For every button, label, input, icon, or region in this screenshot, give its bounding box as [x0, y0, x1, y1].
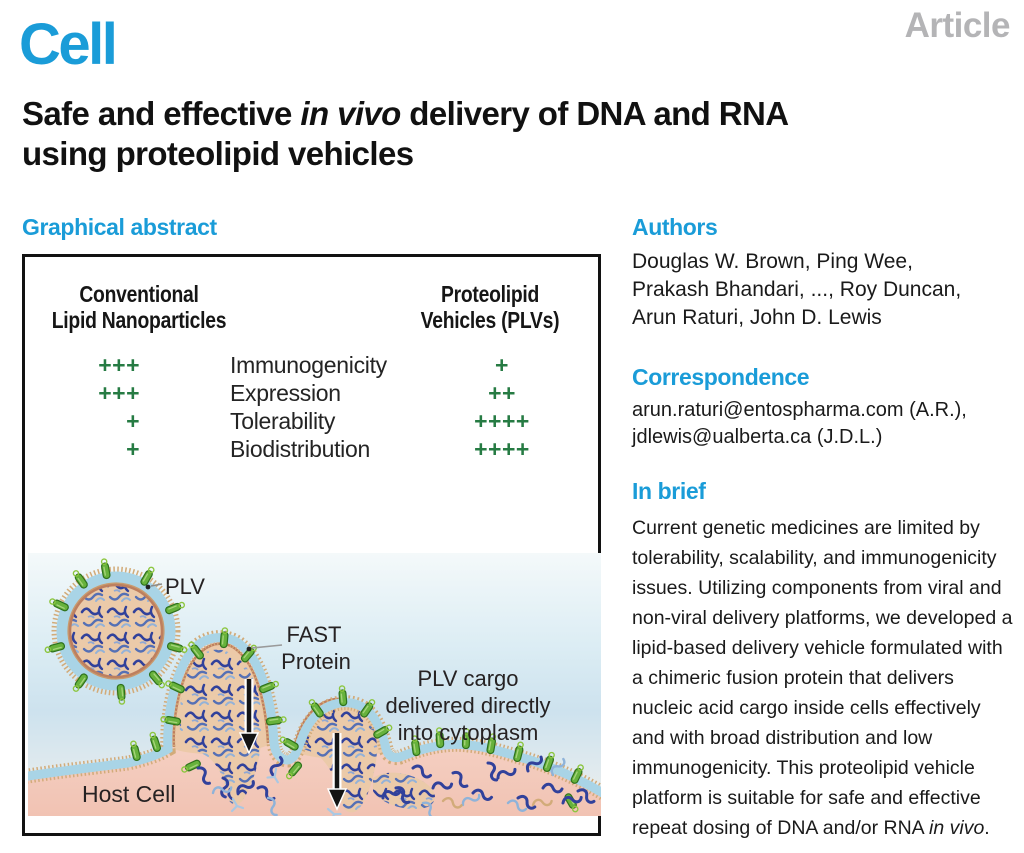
fast-pointer-line — [251, 644, 283, 649]
in-brief-italic: in vivo — [929, 817, 985, 839]
attribute-label: Tolerability — [230, 408, 336, 434]
plv-score: ++++ — [474, 436, 530, 462]
fast-protein-label-line1: FAST — [286, 622, 341, 647]
title-line2: using proteolipid vehicles — [22, 135, 414, 172]
correspondence-heading: Correspondence — [632, 364, 810, 390]
graphical-abstract-box: Conventional Lipid Nanoparticles Proteol… — [22, 254, 601, 836]
summary-sidebar: Authors Douglas W. Brown, Ping Wee, Prak… — [632, 214, 1017, 843]
correspondence-emails: arun.raturi@entospharma.com (A.R.), jdle… — [632, 397, 1017, 451]
fast-pointer-dot — [246, 646, 252, 652]
email-address[interactable]: arun.raturi@entospharma.com (A.R.), — [632, 399, 967, 421]
plv-label: PLV — [165, 574, 205, 599]
cargo-label-line1: PLV cargo — [417, 666, 518, 691]
comparison-header-plv: Proteolipid Vehicles (PLVs) — [406, 281, 574, 333]
cargo-label-line2: delivered directly — [385, 693, 550, 718]
lnp-score: + — [126, 408, 140, 434]
journal-logo: Cell — [19, 12, 118, 77]
lnp-score: + — [126, 436, 140, 462]
table-row: +++ Expression ++ — [25, 380, 598, 408]
authors-line: Arun Raturi, John D. Lewis — [632, 306, 882, 329]
authors-line: Prakash Bhandari, ..., Roy Duncan, — [632, 278, 962, 301]
graphical-abstract-heading: Graphical abstract — [22, 214, 217, 240]
table-row: +++ Immunogenicity + — [25, 352, 598, 380]
comparison-header-plv-line1: Proteolipid — [440, 281, 540, 307]
attribute-label: Expression — [230, 380, 341, 406]
fast-protein-label-line2: Protein — [281, 649, 351, 674]
email-address[interactable]: jdlewis@ualberta.ca (J.D.L.) — [632, 426, 883, 448]
plv-pointer-dot — [145, 584, 151, 590]
plv-pointer-line — [150, 583, 163, 587]
title-segment: Safe and effective — [22, 95, 301, 132]
table-row: + Biodistribution ++++ — [25, 436, 598, 464]
in-brief-body: Current genetic medicines are limited by… — [632, 517, 1013, 839]
host-cell-label: Host Cell — [82, 781, 175, 807]
plv-cargo-spill — [179, 649, 435, 813]
comparison-header-lnp-line1: Conventional — [79, 281, 199, 307]
plv-delivery-illustration: PLV FAST Protein PLV cargo delivered dir… — [28, 553, 601, 816]
in-brief-heading: In brief — [632, 478, 706, 504]
paper-title: Safe and effective in vivo delivery of D… — [22, 94, 1002, 174]
lnp-score: +++ — [98, 380, 140, 406]
article-type-label: Article — [904, 6, 1011, 45]
delivery-arrow-right — [326, 733, 348, 811]
delivery-arrow-left — [238, 679, 260, 755]
attribute-label: Biodistribution — [230, 436, 370, 462]
in-brief-period: . — [984, 817, 990, 839]
comparison-header-lnp-line2: Lipid Nanoparticles — [51, 307, 227, 333]
authors-line: Douglas W. Brown, Ping Wee, — [632, 250, 913, 273]
table-row: + Tolerability ++++ — [25, 408, 598, 436]
lnp-score: +++ — [98, 352, 140, 378]
in-brief-text: Current genetic medicines are limited by… — [632, 513, 1014, 843]
plv-particle — [43, 557, 189, 706]
title-segment: delivery of DNA and RNA — [400, 95, 789, 132]
plv-score: ++ — [488, 380, 516, 406]
comparison-table: +++ Immunogenicity + +++ Expression ++ +… — [25, 352, 598, 464]
comparison-header-lnp: Conventional Lipid Nanoparticles — [43, 281, 235, 333]
attribute-label: Immunogenicity — [230, 352, 387, 378]
plv-score: ++++ — [474, 408, 530, 434]
comparison-header-plv-line2: Vehicles (PLVs) — [420, 307, 560, 333]
cargo-label-line3: into cytoplasm — [398, 720, 539, 745]
title-italic-segment: in vivo — [300, 95, 401, 132]
plv-score: + — [495, 352, 509, 378]
authors-heading: Authors — [632, 214, 718, 240]
authors-list: Douglas W. Brown, Ping Wee, Prakash Bhan… — [632, 248, 1017, 332]
